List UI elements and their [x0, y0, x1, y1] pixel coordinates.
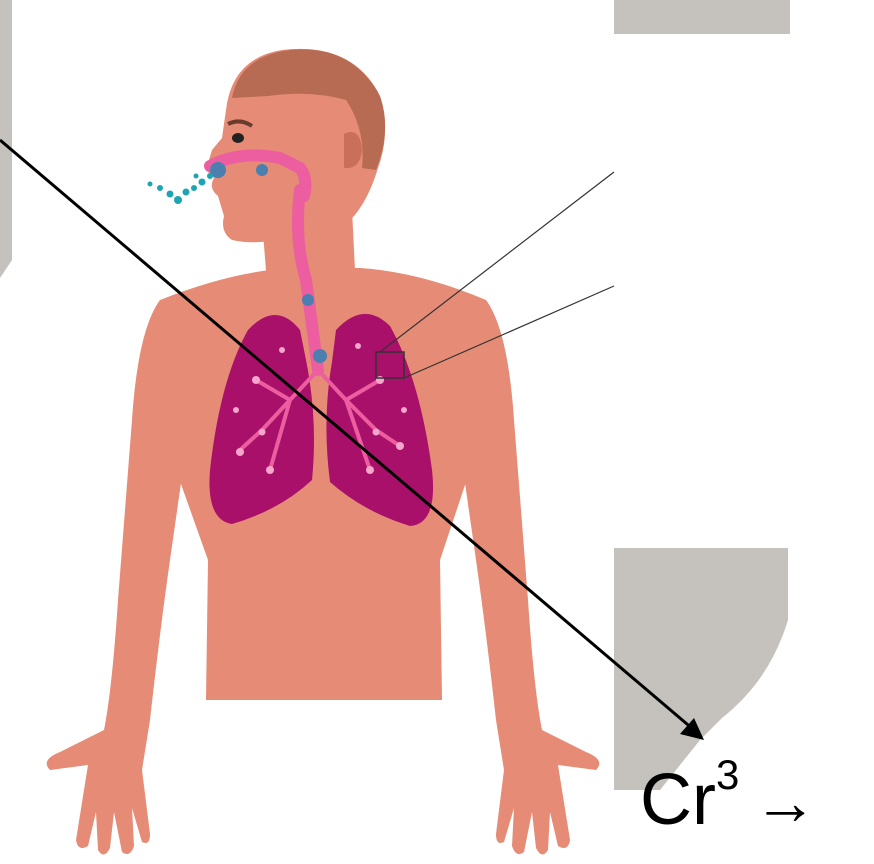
- gray-panel-bottom-right: [614, 548, 788, 790]
- gray-panel-top-right: [614, 0, 790, 34]
- torso: [151, 268, 495, 700]
- charge-superscript: 3: [716, 751, 739, 798]
- breath-droplets-icon: [148, 173, 214, 204]
- chromium-ion-label: Cr3→: [640, 760, 817, 842]
- human-torso-icon: [47, 49, 600, 855]
- gray-panel-left: [0, 0, 12, 278]
- reaction-arrow: →: [753, 766, 817, 838]
- element-symbol: Cr: [640, 760, 716, 840]
- eye: [232, 133, 244, 143]
